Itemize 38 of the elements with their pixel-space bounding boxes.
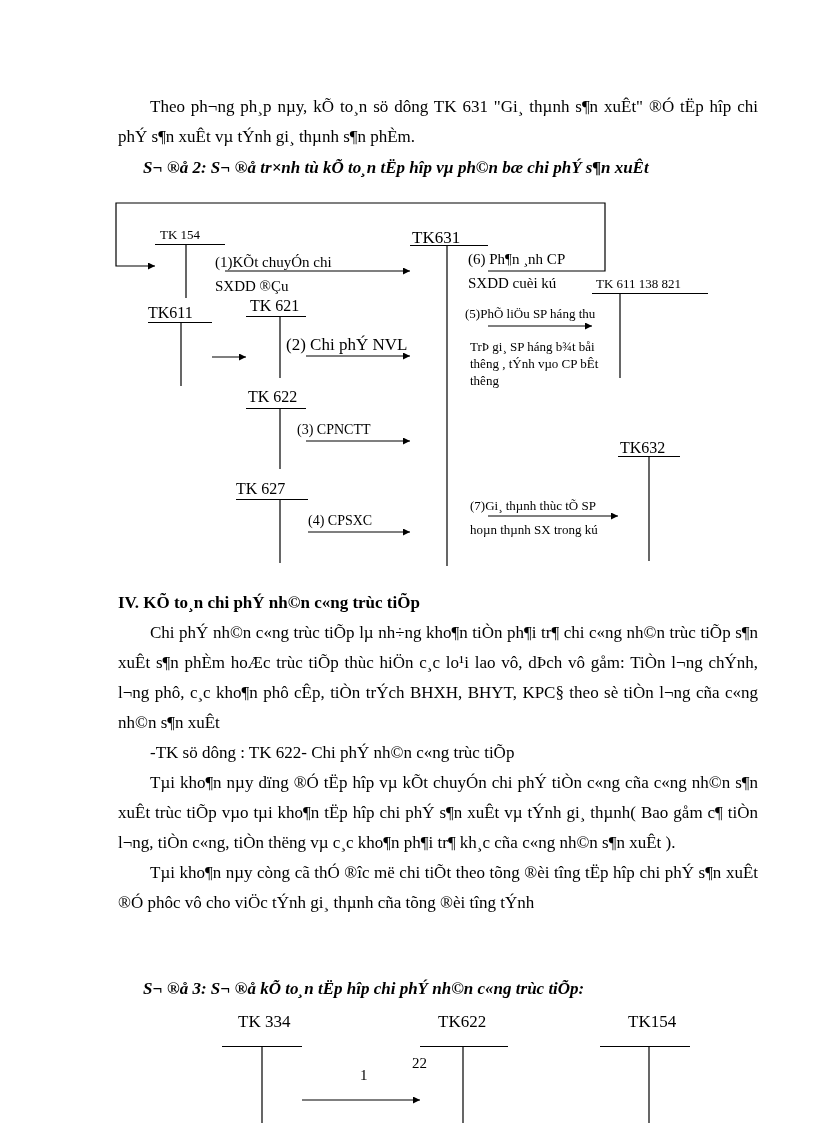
account-name: TK632 bbox=[620, 440, 666, 456]
arrow bbox=[301, 1096, 421, 1104]
arrow bbox=[305, 437, 411, 445]
edge-label: (7)Gi¸ thµnh thùc tÕ SP hoµn thµnh SX trong kú bbox=[470, 497, 599, 539]
edge-label: (5)PhÕ liÖu SP háng thu bbox=[465, 305, 597, 323]
edge-label: 1 bbox=[360, 1066, 369, 1085]
paragraph: Chi phÝ nh©n c«ng trùc tiÕp lµ nh÷ng kho¶n tiÒn ph¶i tr¶ chi c«ng nh©n trùc tiÕp s¶n xuÊt s¶n phÈm hoÆc trùc tiÕp thùc hiÖn c¸c lo¹i lao vô, dÞch vô gåm: TiÒn l¬ng chÝnh, l¬ng phô, c¸c kho¶n phô cÊp, tiÒn trÝch BHXH, BHYT, KPC§ theo sè tiÒn l¬ng cña c«ng nh©n s¶n xuÊt bbox=[118, 622, 758, 734]
arrow bbox=[224, 267, 411, 275]
paragraph: Tµi kho¶n nµy còng cã thÓ ®îc më chi tiÕt theo tõng ®èi tîng tËp hîp chi phÝ s¶n xuÊt ®Ó phôc vô cho viÖc tÝnh gi¸ thµnh cña tõng ®èi tîng tÝnh bbox=[118, 862, 758, 914]
amount-label: 22 bbox=[412, 1055, 428, 1072]
arrow bbox=[307, 528, 411, 536]
edge-label: (4) CPSXC bbox=[308, 512, 374, 530]
account-name: TK611 bbox=[148, 305, 193, 321]
account-name: TK631 bbox=[412, 229, 461, 246]
edge-label: (1)KÕt chuyÓn chi SXDD ®Çu bbox=[215, 253, 333, 296]
note-text: TrÞ gi¸ SP háng b¾t båi thêng , tÝnh vµo CP bÊt thêng bbox=[470, 338, 600, 389]
arrow bbox=[115, 202, 606, 272]
edge-label: (6) Ph¶n ¸nh CP SXDD cuèi kú bbox=[468, 250, 566, 293]
section-heading: IV. KÕ to¸n chi phÝ nh©n c«ng trùc tiÕp bbox=[118, 592, 421, 614]
account-name: TK 622 bbox=[248, 389, 298, 405]
account-name: TK 154 bbox=[160, 228, 201, 241]
account-name: TK 621 bbox=[250, 298, 300, 314]
arrow bbox=[211, 353, 247, 361]
paragraph: Theo ph¬ng ph¸p nµy, kÕ to¸n sö dông TK 631 "Gi¸ thµnh s¶n xuÊt" ®Ó tËp hîp chi phÝ s¶n xuÊt vµ tÝnh gi¸ thµnh s¶n phÈm. bbox=[118, 96, 758, 148]
account-name: TK 627 bbox=[236, 481, 286, 497]
arrow bbox=[487, 512, 619, 520]
diagram-heading: S¬ ®å 3: S¬ ®å kÕ to¸n tËp hîp chi phÝ nh©n c«ng trùc tiÕp: bbox=[143, 978, 586, 1000]
account-name: TK154 bbox=[628, 1013, 677, 1030]
paragraph: -TK sö dông : TK 622- Chi phÝ nh©n c«ng trùc tiÕp bbox=[149, 742, 516, 764]
account-name: TK 611 138 821 bbox=[596, 277, 682, 290]
edge-label: (3) CPNCTT bbox=[297, 421, 372, 439]
arrow bbox=[305, 352, 411, 360]
account-name: TK622 bbox=[438, 1013, 487, 1030]
paragraph: Tµi kho¶n nµy dïng ®Ó tËp hîp vµ kÕt chuyÓn chi phÝ tiÒn c«ng cña c«ng nh©n s¶n xuÊt trùc tiÕp vµo tµi kho¶n tËp hîp chi phÝ s¶n xuÊt vµ tÝnh gi¸ thµnh( Bao gåm c¶ tiÒn l¬ng, tiÒn c«ng, tiÒn thëng vµ c¸c kho¶n ph¶i tr¶ kh¸c cña c«ng nh©n s¶n xuÊt ). bbox=[118, 772, 758, 854]
edge-label: (2) Chi phÝ NVL bbox=[286, 334, 409, 356]
diagram-heading: S¬ ®å 2: S¬ ®å tr×nh tù kÕ to¸n tËp hîp vµ ph©n bæ chi phÝ s¶n xuÊt bbox=[143, 157, 650, 179]
arrow bbox=[487, 322, 593, 330]
account-name: TK 334 bbox=[238, 1013, 291, 1030]
